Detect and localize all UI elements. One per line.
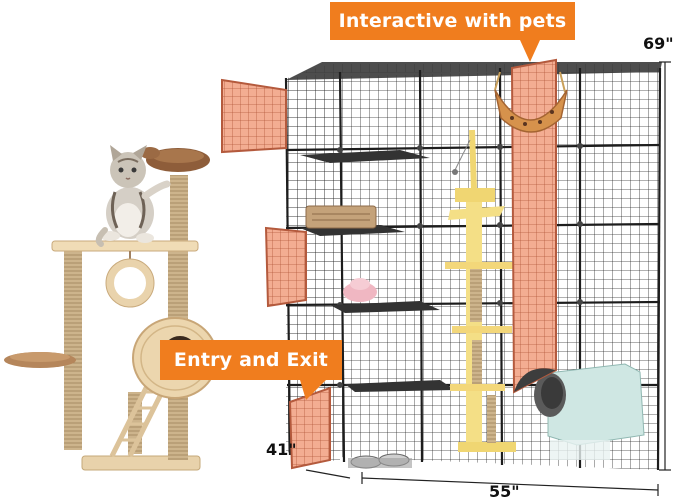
callout-entry-box <box>160 340 342 380</box>
sisal-post <box>170 175 188 250</box>
cage-shelf <box>330 301 440 313</box>
height-dimension-line <box>659 61 671 471</box>
cage-door-bottom <box>288 386 331 470</box>
width-dimension-label: 55" <box>489 482 520 501</box>
cage-shelf <box>345 380 455 392</box>
depth-dimension-label: 41" <box>266 440 297 459</box>
callout-entry-label: Entry and Exit <box>173 349 329 371</box>
litter-box <box>547 363 645 446</box>
orange-tunnel <box>510 58 557 394</box>
sisal-post <box>64 250 82 450</box>
hanging-hammock <box>494 71 568 133</box>
callout-interactive-label: Interactive with pets <box>338 10 567 32</box>
callout-top-box <box>330 2 575 40</box>
callout-top-pointer <box>520 40 540 62</box>
hanging-ring <box>106 259 154 307</box>
indoor-cat-tower <box>445 129 527 452</box>
depth-dimension-line <box>305 469 351 479</box>
cage-door-top <box>221 78 287 154</box>
width-dimension-line <box>361 472 659 496</box>
height-dimension-label: 69" <box>643 34 674 53</box>
cage-shelf <box>300 150 430 163</box>
cage-door-middle <box>264 226 307 308</box>
shelf-bed <box>305 205 377 229</box>
cat-tree-platform <box>51 240 199 252</box>
callout-entry-pointer <box>300 380 326 400</box>
kitten <box>95 145 171 247</box>
cat-cage <box>221 58 662 471</box>
cat-tree <box>4 145 218 471</box>
